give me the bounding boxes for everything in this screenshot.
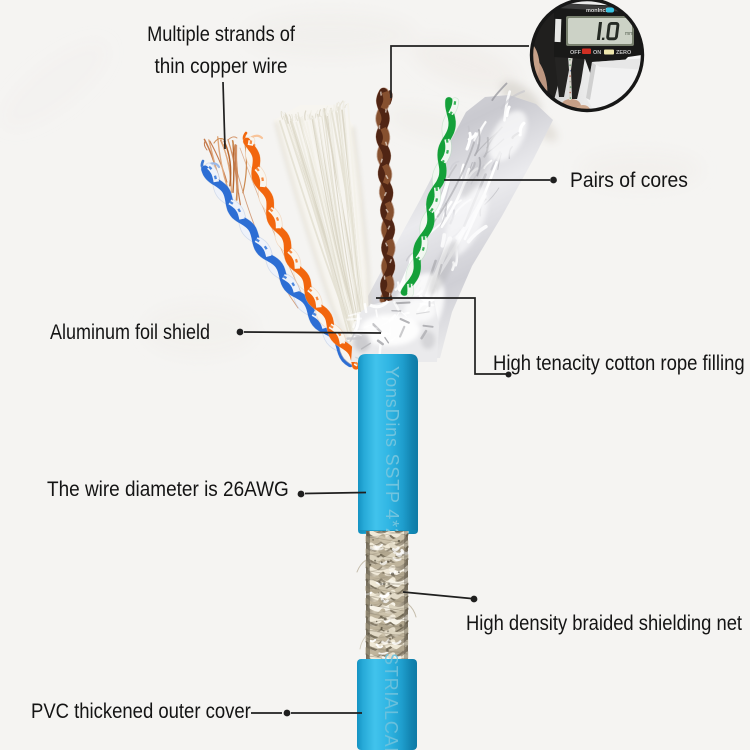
svg-text:Multiple strands of: Multiple strands of xyxy=(147,23,295,46)
svg-text:PVC thickened outer cover: PVC thickened outer cover xyxy=(31,700,251,723)
svg-text:Pairs of cores: Pairs of cores xyxy=(570,169,688,192)
svg-text:High density braided shielding: High density braided shielding net xyxy=(466,612,743,635)
svg-text:ON: ON xyxy=(593,50,601,56)
svg-text:OFF: OFF xyxy=(570,50,582,56)
svg-text:ZERO: ZERO xyxy=(616,50,632,56)
svg-text:Aluminum foil shield: Aluminum foil shield xyxy=(50,321,210,345)
svg-text:YonsDins SSTP 4*2: YonsDins SSTP 4*2 xyxy=(382,366,402,539)
svg-text:mm: mm xyxy=(625,31,633,37)
svg-text:thin copper wire: thin copper wire xyxy=(155,55,288,78)
svg-text:High tenacity cotton rope fill: High tenacity cotton rope filling xyxy=(493,352,745,375)
svg-text:monInch: monInch xyxy=(586,8,610,14)
svg-text:The wire diameter is 26AWG: The wire diameter is 26AWG xyxy=(47,478,289,501)
svg-text:STRIALCAB: STRIALCAB xyxy=(381,653,401,750)
